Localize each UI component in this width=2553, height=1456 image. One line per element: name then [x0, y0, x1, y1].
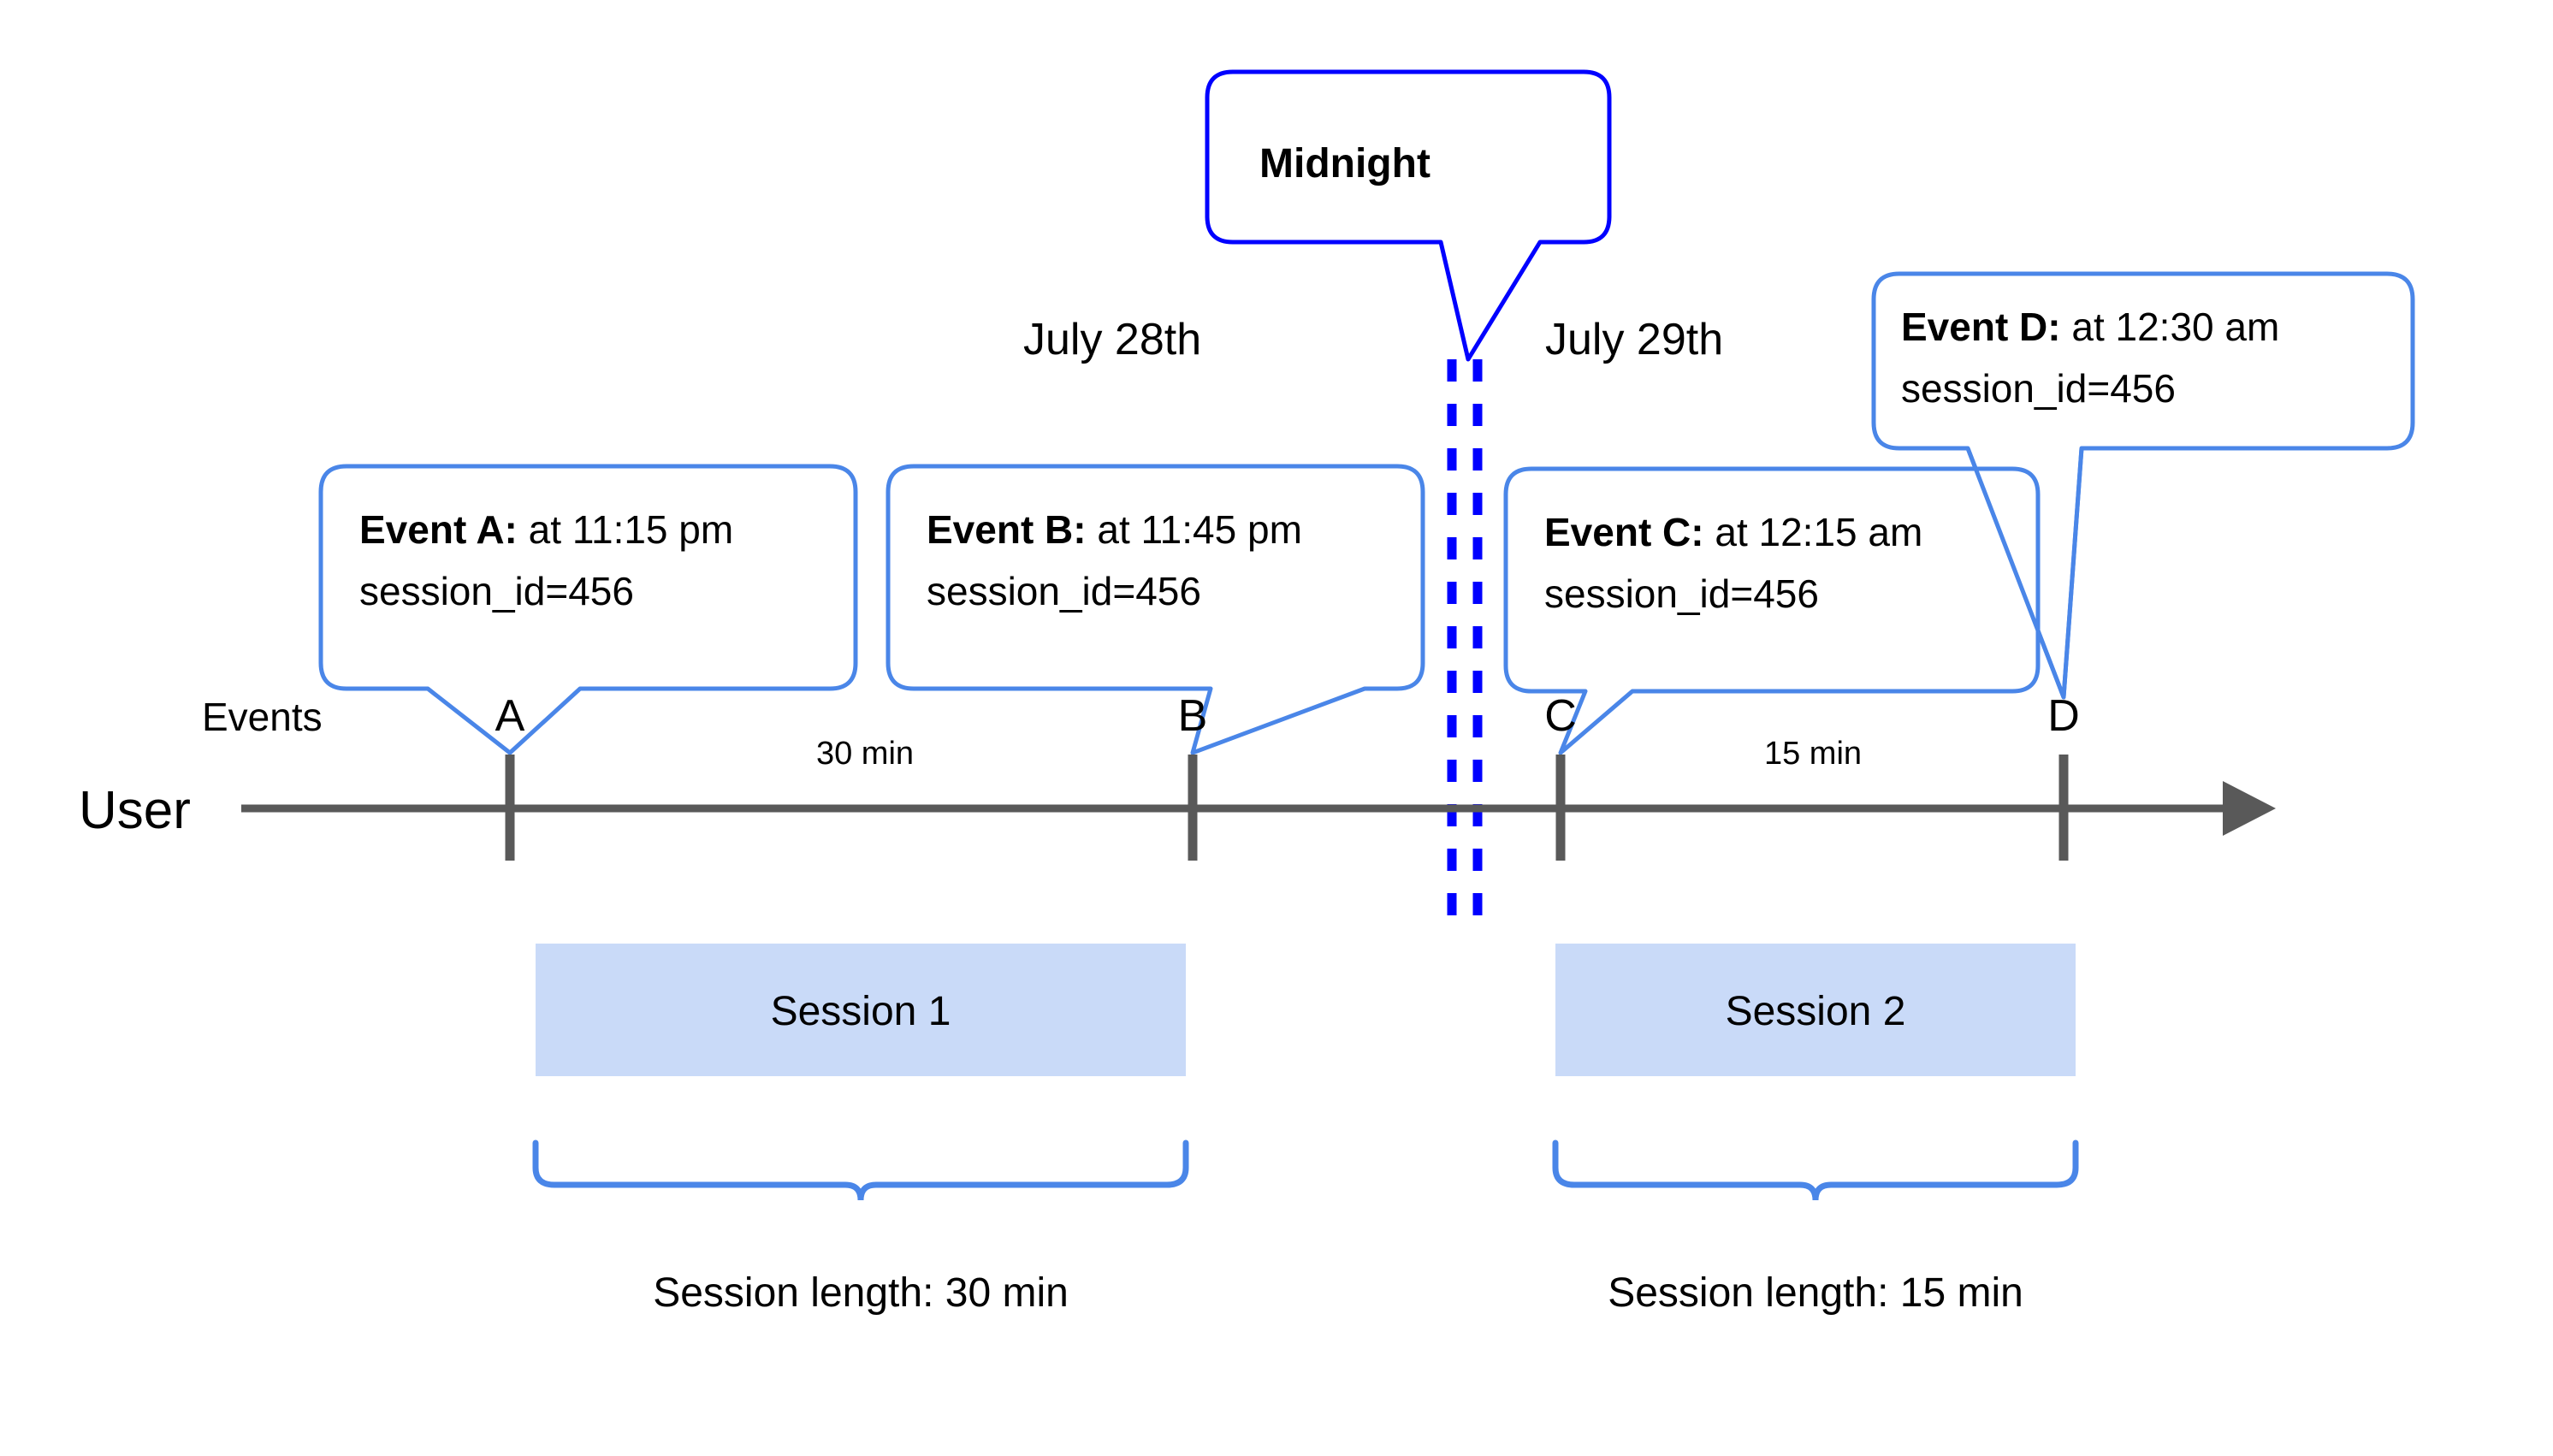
event-callout-a-rest: at 11:15 pm [518, 507, 733, 552]
session-length-label-1: Session length: 30 min [653, 1270, 1069, 1316]
event-callout-a-line1: Event A: at 11:15 pm [359, 507, 733, 552]
event-callout-a-shape [318, 464, 858, 755]
event-callout-b-bold: Event B: [927, 507, 1087, 552]
event-callout-b: Event B: at 11:45 pm session_id=456 [886, 464, 1425, 755]
event-callout-d-bold: Event D: [1901, 305, 2061, 349]
session-box-1: Session 1 [536, 944, 1186, 1076]
event-callout-c-shape [1503, 466, 2041, 755]
timeline-arrowhead-icon [2223, 781, 2276, 836]
session-box-1-label: Session 1 [771, 989, 951, 1034]
session-brace-1 [532, 1139, 1189, 1201]
date-label-july-28: July 28th [1023, 315, 1201, 364]
date-label-july-29: July 29th [1545, 315, 1723, 364]
session-length-label-2: Session length: 15 min [1608, 1270, 2023, 1316]
duration-label-a-b: 30 min [816, 736, 914, 772]
event-callout-b-line2: session_id=456 [927, 569, 1201, 613]
session-box-1-fill [536, 944, 1186, 1076]
event-callout-b-line1: Event B: at 11:45 pm [927, 507, 1302, 552]
duration-label-c-d: 15 min [1764, 736, 1862, 772]
event-tick-letter-a: A [495, 691, 525, 741]
event-callout-a-bold: Event A: [359, 507, 518, 552]
event-callout-a-line2: session_id=456 [359, 569, 634, 613]
event-callout-c-bold: Event C: [1544, 510, 1704, 554]
event-callout-d-tail-overlay [1965, 447, 2084, 700]
event-callout-a: Event A: at 11:15 pm session_id=456 [318, 464, 858, 755]
event-callout-b-shape [886, 464, 1425, 755]
event-callout-d: Event D: at 12:30 am session_id=456 [1871, 271, 2415, 700]
session-box-2-fill [1555, 944, 2076, 1076]
event-callout-c: Event C: at 12:15 am session_id=456 [1503, 466, 2041, 755]
session-box-2-label: Session 2 [1726, 989, 1906, 1034]
lane-label-events: Events [202, 695, 323, 739]
midnight-callout: Midnight [1205, 69, 1612, 362]
event-callout-d-line2: session_id=456 [1901, 366, 2176, 411]
event-callout-c-line1: Event C: at 12:15 am [1544, 510, 1922, 554]
midnight-boundary [1447, 359, 1483, 929]
event-callout-d-line1: Event D: at 12:30 am [1901, 305, 2279, 349]
event-tick-letter-d: D [2047, 691, 2080, 741]
lane-label-user: User [79, 781, 191, 840]
event-tick-letter-c: C [1544, 691, 1577, 741]
session-brace-2 [1552, 1139, 2079, 1201]
timeline-axis [241, 755, 2276, 861]
event-callout-c-rest: at 12:15 am [1704, 510, 1923, 554]
event-callout-c-line2: session_id=456 [1544, 571, 1819, 616]
event-tick-letter-b: B [1178, 691, 1208, 741]
midnight-callout-shape [1205, 69, 1612, 362]
event-callout-d-rest: at 12:30 am [2061, 305, 2280, 349]
midnight-label: Midnight [1259, 141, 1431, 186]
session-box-2: Session 2 [1555, 944, 2076, 1076]
event-callout-b-rest: at 11:45 pm [1087, 507, 1302, 552]
